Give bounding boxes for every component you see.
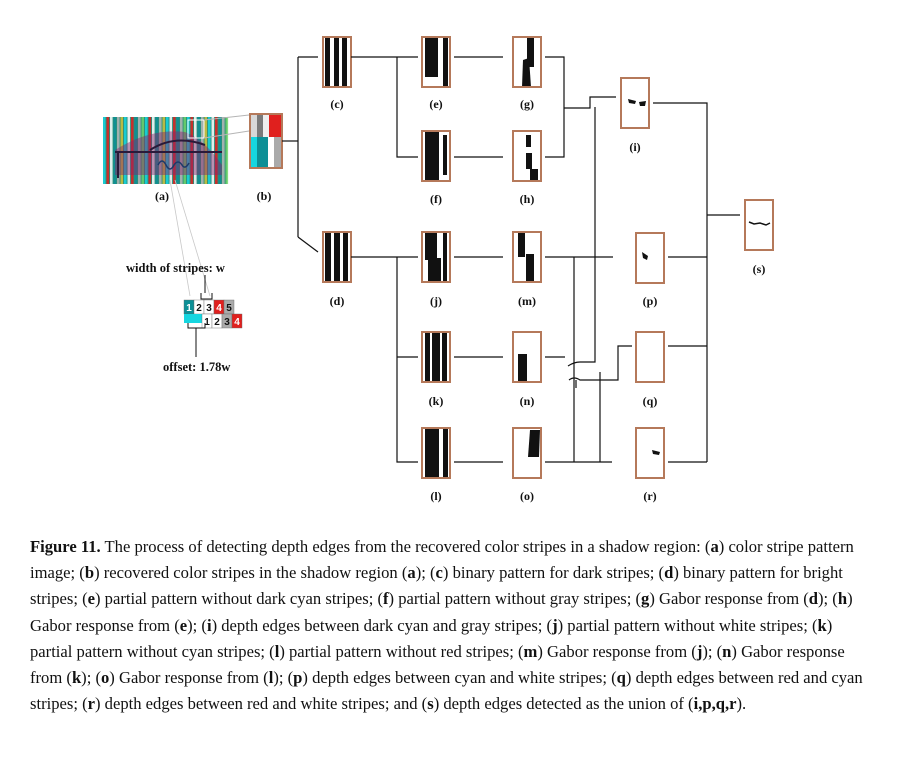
panel-i [620, 77, 650, 129]
stripe-number: 3 [206, 303, 212, 314]
binary-panels [322, 36, 665, 479]
panel-e [421, 36, 451, 88]
panel-g [512, 36, 542, 88]
panel-p [635, 232, 665, 284]
zoom-box [187, 119, 205, 139]
figure-number: Figure 11. [30, 537, 101, 556]
offset-label: offset: 1.78w [163, 360, 230, 374]
label-p: (p) [643, 294, 658, 308]
panel-f [421, 130, 451, 182]
panel-c [322, 36, 352, 88]
stripe-number: 2 [196, 303, 202, 314]
label-s: (s) [753, 262, 766, 276]
label-o: (o) [520, 489, 534, 503]
label-g: (g) [520, 97, 534, 111]
label-n: (n) [520, 394, 535, 408]
label-k: (k) [429, 394, 444, 408]
panel-a-stripe-image [103, 117, 229, 184]
label-r: (r) [643, 489, 656, 503]
stripe-number: 1 [186, 303, 192, 314]
scribble-mark [157, 160, 190, 170]
panel-s-union [744, 199, 774, 251]
panel-d [322, 231, 352, 283]
label-e: (e) [429, 97, 442, 111]
panel-l [421, 427, 451, 479]
label-l: (l) [430, 489, 441, 503]
object-outline [115, 139, 222, 178]
stripe-number: 5 [226, 303, 232, 314]
panel-b-recovered-stripes [249, 113, 283, 169]
panel-q [635, 331, 665, 383]
stripe-width-label: width of stripes: w [126, 261, 225, 275]
label-a: (a) [155, 189, 169, 203]
panel-r [635, 427, 665, 479]
label-i: (i) [629, 140, 640, 154]
label-h: (h) [520, 192, 535, 206]
panel-h [512, 130, 542, 182]
panel-m [512, 231, 542, 283]
stripe-number: 4 [216, 303, 222, 314]
stripe-number: 1 [204, 317, 210, 328]
panel-k [421, 331, 451, 383]
stripe-number: 4 [234, 317, 240, 328]
label-b: (b) [257, 189, 272, 203]
figure-caption: Figure 11. The process of detecting dept… [30, 537, 863, 714]
panel-j [421, 231, 451, 283]
stripe-cell [231, 313, 243, 329]
panel-n [512, 331, 542, 383]
color-stripes [103, 117, 229, 184]
stripe-number: 2 [214, 317, 220, 328]
label-j: (j) [430, 294, 442, 308]
panel-o [512, 427, 542, 479]
label-c: (c) [330, 97, 343, 111]
stripe-number: 3 [224, 317, 230, 328]
label-f: (f) [430, 192, 442, 206]
label-q: (q) [643, 394, 658, 408]
panel-labels: (a) (b) (c) (d) (e) (f) (g) (h) (i) (j) (k) (l) (m) (… [155, 97, 765, 503]
label-m: (m) [518, 294, 536, 308]
connector-lines [282, 56, 740, 463]
label-d: (d) [330, 294, 345, 308]
